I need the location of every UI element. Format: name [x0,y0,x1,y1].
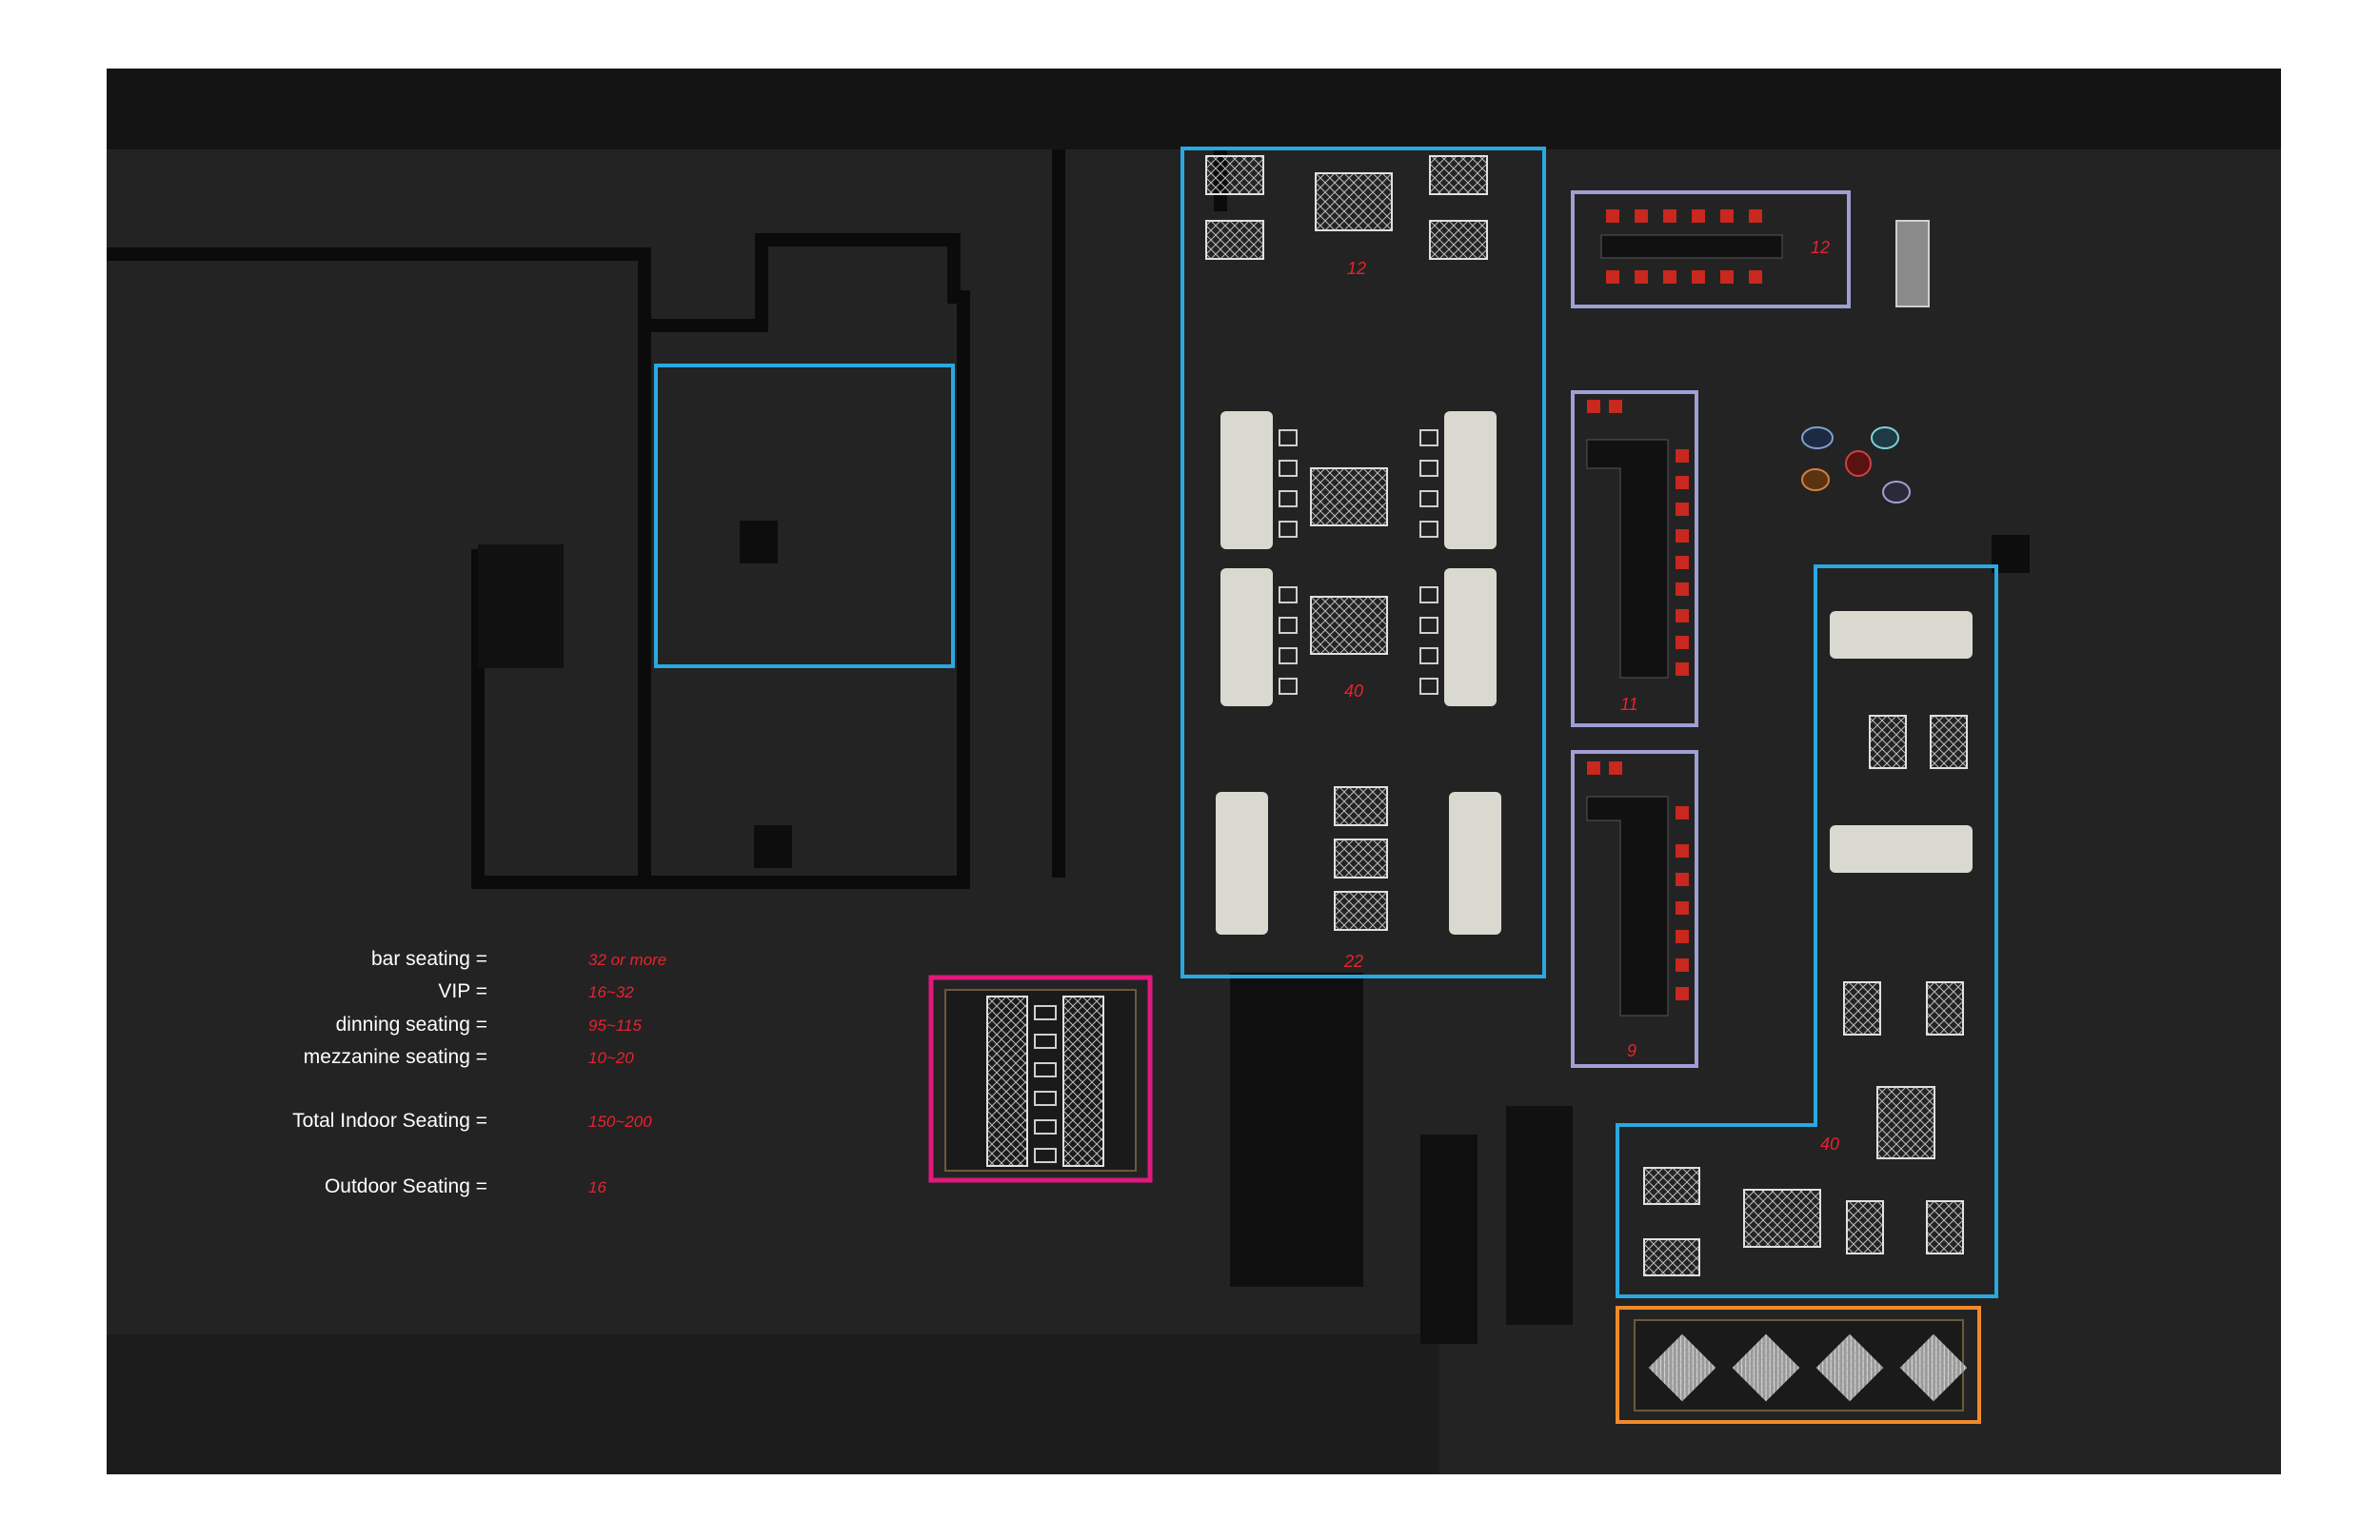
legend-row: Outdoor Seating = 16 [107,1175,1059,1204]
legend-label: dinning seating = [335,1014,487,1036]
bar-top-furniture [1600,209,1783,284]
zone-bar-middle-count: 11 [1620,695,1638,714]
column-bottom [754,825,792,868]
zone-bar-lower-count: 9 [1627,1041,1637,1060]
lounge-chairs [1801,426,1911,503]
zone-bar-lower-outline [1571,750,1698,1068]
floor-plan-drawing [107,69,2281,1474]
legend-value: 95~115 [588,1017,642,1035]
legend-row: VIP = 16~32 [107,980,1059,1009]
zone-mezzanine-outline [654,364,955,668]
zone-vip-outline [928,975,1153,1183]
legend-label: VIP = [438,980,487,1002]
zone-bar-middle-outline [1571,390,1698,727]
stair-core [1230,973,1363,1287]
dining-bottom-furniture [1216,786,1501,935]
zone-dining-right-outline [1616,564,1998,1298]
bar-lower-furniture [1586,761,1689,1017]
column-center [740,521,778,563]
dining-center-furniture [1220,411,1497,706]
legend-row: Total Indoor Seating = 150~200 [107,1110,1059,1138]
outdoor-furniture [1634,1319,1968,1412]
legend-value: 16~32 [588,983,634,1001]
lower-floor-area [107,1334,1439,1474]
legend-value: 150~200 [588,1113,652,1131]
stair-core-2 [1420,1135,1478,1344]
column-left [478,544,564,668]
legend-label: Outdoor Seating = [324,1175,487,1197]
zone-dining-bottom-count: 22 [1344,952,1364,971]
zone-outdoor-outline [1616,1306,1981,1424]
zone-dining-right-count: 40 [1820,1135,1840,1154]
bar-shelf [1895,220,1930,307]
left-structure [107,149,1227,889]
legend-row: dinning seating = 95~115 [107,1014,1059,1042]
vip-furniture [944,989,1137,1172]
zone-dining-main-outline [1180,147,1546,978]
dining-top-tables [1205,155,1488,260]
zone-dining-top-count: 12 [1347,259,1367,278]
legend-label: Total Indoor Seating = [292,1110,487,1132]
legend-label: mezzanine seating = [303,1046,487,1068]
core-right [1506,1106,1573,1325]
legend-value: 10~20 [588,1049,634,1067]
legend-row: mezzanine seating = 10~20 [107,1046,1059,1075]
dining-right-furniture [1643,611,1973,1276]
zone-bar-top-count: 12 [1811,238,1831,257]
top-wall-band [107,69,2281,149]
zone-bar-top-outline [1571,190,1851,308]
bar-middle-furniture [1586,400,1689,679]
legend-row: bar seating = 32 or more [107,948,1059,977]
legend-value: 32 or more [588,951,667,969]
legend-value: 16 [588,1178,606,1196]
legend-label: bar seating = [370,948,487,970]
zone-dining-center-count: 40 [1344,681,1364,701]
floor-plan: 12 40 22 12 11 9 40 bar seating = 32 or … [107,69,2281,1474]
